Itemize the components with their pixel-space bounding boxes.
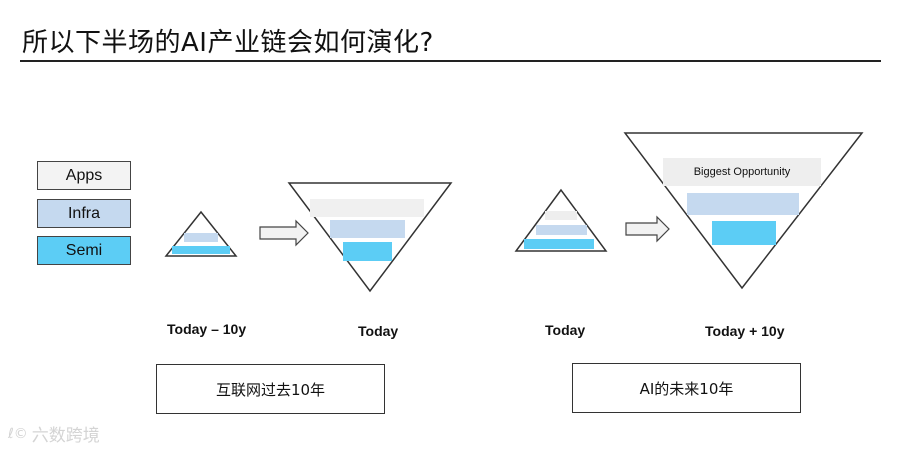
era-label-internet: 互联网过去10年 xyxy=(215,380,326,399)
layer-infra xyxy=(184,233,218,242)
page-title: 所以下半场的AI产业链会如何演化? xyxy=(22,28,434,58)
stage-label-today-ai: Today xyxy=(545,322,586,338)
pyramid-today-internet xyxy=(287,182,453,293)
layer-apps xyxy=(663,158,821,186)
legend-semi: Semi xyxy=(37,236,131,265)
era-box-ai: AI的未来10年 xyxy=(572,363,801,413)
layer-semi xyxy=(712,221,776,245)
watermark-text: 六数跨境 xyxy=(31,426,100,446)
layer-infra xyxy=(687,193,799,215)
layer-semi xyxy=(524,239,594,249)
layer-semi xyxy=(343,242,392,261)
era-label-ai: AI的未来10年 xyxy=(639,379,734,398)
title-divider xyxy=(20,60,881,62)
legend-apps: Apps xyxy=(37,161,131,190)
layer-infra xyxy=(330,220,405,238)
watermark: ℓ© 六数跨境 xyxy=(8,421,100,447)
stage-label-today-internet: Today xyxy=(358,323,399,339)
era-box-internet: 互联网过去10年 xyxy=(156,364,385,414)
biggest-opportunity-label: Biggest Opportunity xyxy=(693,166,791,178)
right-arrow-icon xyxy=(625,215,670,243)
legend-infra: Infra xyxy=(37,199,131,228)
stage-label-today-plus-10y: Today + 10y xyxy=(705,323,785,339)
layer-semi xyxy=(172,246,230,254)
layer-infra xyxy=(536,225,587,235)
pyramid-today-plus-10y xyxy=(623,132,864,290)
pyramid-today-minus-10y xyxy=(164,210,238,257)
pyramid-today-ai xyxy=(514,188,608,252)
watermark-logo-icon: ℓ© xyxy=(8,425,28,442)
stage-label-today-minus-10y: Today – 10y xyxy=(167,321,247,337)
right-arrow-icon xyxy=(259,219,309,247)
layer-apps xyxy=(545,211,577,220)
layer-apps xyxy=(310,199,424,217)
